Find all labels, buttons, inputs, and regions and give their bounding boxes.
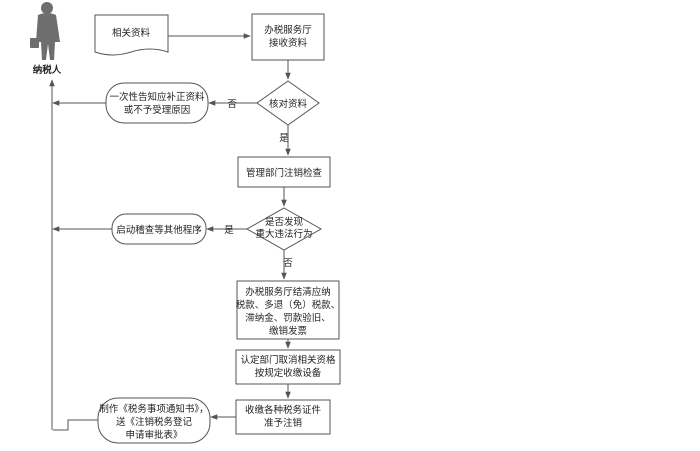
mgmt-check-node: 管理部门注销检查 bbox=[237, 156, 331, 188]
cancel-qual-line1: 认定部门取消相关资格 bbox=[240, 354, 336, 366]
make-notice-line2: 送《注销税务登记 bbox=[116, 416, 193, 428]
one-time-notice-node: 一次性告知应补正资料 或不予受理原因 bbox=[105, 82, 209, 124]
hall-receive-node: 办税服务厅 接收资料 bbox=[251, 13, 325, 61]
collect-cert-node: 收缴各种税务证件 准予注销 bbox=[235, 399, 331, 435]
edge-check-yes-label: 是 bbox=[279, 133, 289, 144]
violation-decision: 是否发现 重大违法行为 bbox=[245, 207, 323, 251]
edge-notice-to-actor-bottom bbox=[53, 419, 98, 431]
edge-violation-yes-label: 是 bbox=[224, 225, 234, 236]
check-docs-text: 核对资料 bbox=[269, 98, 308, 110]
settle-line1: 办税服务厅结清应纳 bbox=[245, 286, 331, 298]
person-with-briefcase-icon bbox=[30, 2, 60, 60]
collect-cert-line2: 准予注销 bbox=[264, 417, 303, 429]
settle-line2: 税款、多退（免）税款、 bbox=[236, 299, 341, 311]
edge-violation-no-label: 否 bbox=[283, 258, 293, 269]
actor-label: 纳税人 bbox=[33, 64, 62, 76]
start-audit-text: 启动稽查等其他程序 bbox=[116, 224, 202, 236]
start-audit-node: 启动稽查等其他程序 bbox=[111, 213, 207, 245]
settle-line4: 缴销发票 bbox=[269, 325, 308, 337]
mgmt-check-text: 管理部门注销检查 bbox=[246, 167, 323, 179]
collect-cert-line1: 收缴各种税务证件 bbox=[245, 404, 322, 416]
make-notice-line3: 申请审批表》 bbox=[125, 429, 182, 441]
cancel-qual-node: 认定部门取消相关资格 按规定收缴设备 bbox=[235, 349, 341, 385]
settle-line3: 滞纳金、罚款验旧、 bbox=[245, 312, 331, 324]
make-notice-line1: 制作《税务事项通知书》， bbox=[99, 403, 208, 415]
related-docs-text: 相关资料 bbox=[112, 27, 151, 39]
hall-receive-line1: 办税服务厅 bbox=[264, 24, 312, 36]
check-docs-decision: 核对资料 bbox=[256, 80, 320, 126]
one-time-notice-line1: 一次性告知应补正资料 bbox=[109, 91, 205, 103]
hall-receive-line2: 接收资料 bbox=[269, 37, 308, 49]
cancel-qual-line2: 按规定收缴设备 bbox=[255, 367, 322, 379]
settle-node: 办税服务厅结清应纳 税款、多退（免）税款、 滞纳金、罚款验旧、 缴销发票 bbox=[236, 280, 341, 340]
related-docs-node: 相关资料 bbox=[94, 14, 169, 56]
one-time-notice-line2: 或不予受理原因 bbox=[124, 104, 191, 116]
violation-line1: 是否发现 bbox=[265, 216, 304, 228]
make-notice-node: 制作《税务事项通知书》， 送《注销税务登记 申请审批表》 bbox=[97, 397, 211, 444]
edge-check-no-label: 否 bbox=[227, 99, 237, 110]
violation-line2: 重大违法行为 bbox=[255, 228, 312, 240]
